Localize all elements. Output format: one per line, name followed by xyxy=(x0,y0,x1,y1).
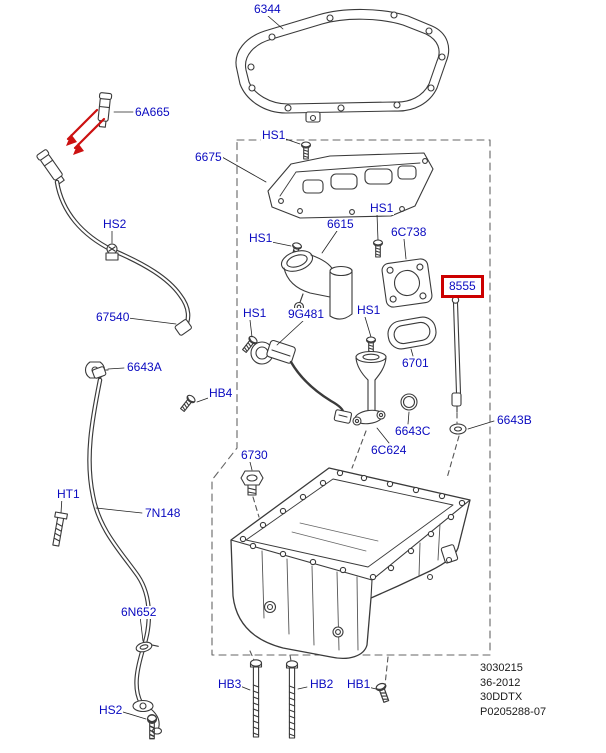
part-label-6643b-17[interactable]: 6643B xyxy=(496,413,533,427)
part-label-hs1-11[interactable]: HS1 xyxy=(242,306,268,320)
part-label-hs1-13[interactable]: HS1 xyxy=(356,303,382,317)
sensor-6a665-left xyxy=(36,149,65,185)
part-label-6643a-15[interactable]: 6643A xyxy=(126,360,163,374)
oil-filler-tube xyxy=(280,250,353,320)
oil-pan xyxy=(230,467,471,660)
part-label-67540-10[interactable]: 67540 xyxy=(95,310,131,324)
baffle-plate xyxy=(267,152,434,219)
part-label-9g481-12[interactable]: 9G481 xyxy=(287,307,326,321)
part-label-7n148-22[interactable]: 7N148 xyxy=(144,506,182,520)
part-label-6c624-19[interactable]: 6C624 xyxy=(370,443,408,457)
stud-bolt xyxy=(52,511,68,547)
drain-plug xyxy=(240,470,264,496)
part-label-hs2-4[interactable]: HS2 xyxy=(102,217,128,231)
part-label-8555-highlighted[interactable]: 8555 xyxy=(441,275,484,298)
callout-arrows xyxy=(66,108,106,155)
pickup-oring xyxy=(400,393,418,411)
plate-line: 30DDTX xyxy=(480,691,523,703)
pan-flange-holes xyxy=(239,469,466,581)
part-label-6615-6[interactable]: 6615 xyxy=(326,217,355,231)
part-label-hs1-5[interactable]: HS1 xyxy=(248,231,274,245)
part-label-hs1-3[interactable]: HS1 xyxy=(261,128,287,142)
part-label-6643c-18[interactable]: 6643C xyxy=(394,424,432,438)
assembly-boundary-dashed xyxy=(211,139,491,656)
part-label-6675-2[interactable]: 6675 xyxy=(194,150,223,164)
part-label-6730-20[interactable]: 6730 xyxy=(240,448,269,462)
part-label-hb3-24[interactable]: HB3 xyxy=(217,677,243,691)
plate-info: 3030215 36-2012 30DDTX P0205288-07 xyxy=(480,661,546,719)
part-label-hs2-27[interactable]: HS2 xyxy=(98,703,124,717)
part-label-hb1-26[interactable]: HB1 xyxy=(346,677,372,691)
part-label-hs1-7[interactable]: HS1 xyxy=(369,201,395,215)
part-label-hb4-16[interactable]: HB4 xyxy=(208,386,234,400)
sump-gasket xyxy=(235,8,450,123)
harness-clip-screw xyxy=(105,243,119,261)
dipstick xyxy=(451,296,462,413)
part-label-6701-14[interactable]: 6701 xyxy=(401,356,430,370)
oil-pickup-tube xyxy=(352,350,387,426)
leader-lines xyxy=(60,15,495,720)
oil-level-sensor xyxy=(250,339,353,424)
plate-line: P0205288-07 xyxy=(480,705,547,718)
part-label-ht1-21[interactable]: HT1 xyxy=(56,487,81,501)
dipstick-grommet xyxy=(449,423,467,435)
plate-line: 36-2012 xyxy=(480,676,521,689)
tube-clip xyxy=(135,641,159,653)
part-label-hb2-25[interactable]: HB2 xyxy=(309,677,335,691)
dashed-connectors xyxy=(249,412,460,686)
plate-line: 3030215 xyxy=(480,662,523,674)
part-label-6344-0[interactable]: 6344 xyxy=(253,2,282,16)
part-label-6a665-1[interactable]: 6A665 xyxy=(134,105,171,119)
filler-gasket-plate xyxy=(381,258,433,308)
part-label-6n652-23[interactable]: 6N652 xyxy=(120,605,158,619)
oval-gasket xyxy=(387,316,437,350)
part-label-6c738-8[interactable]: 6C738 xyxy=(390,225,428,239)
harness-tube xyxy=(54,179,192,336)
